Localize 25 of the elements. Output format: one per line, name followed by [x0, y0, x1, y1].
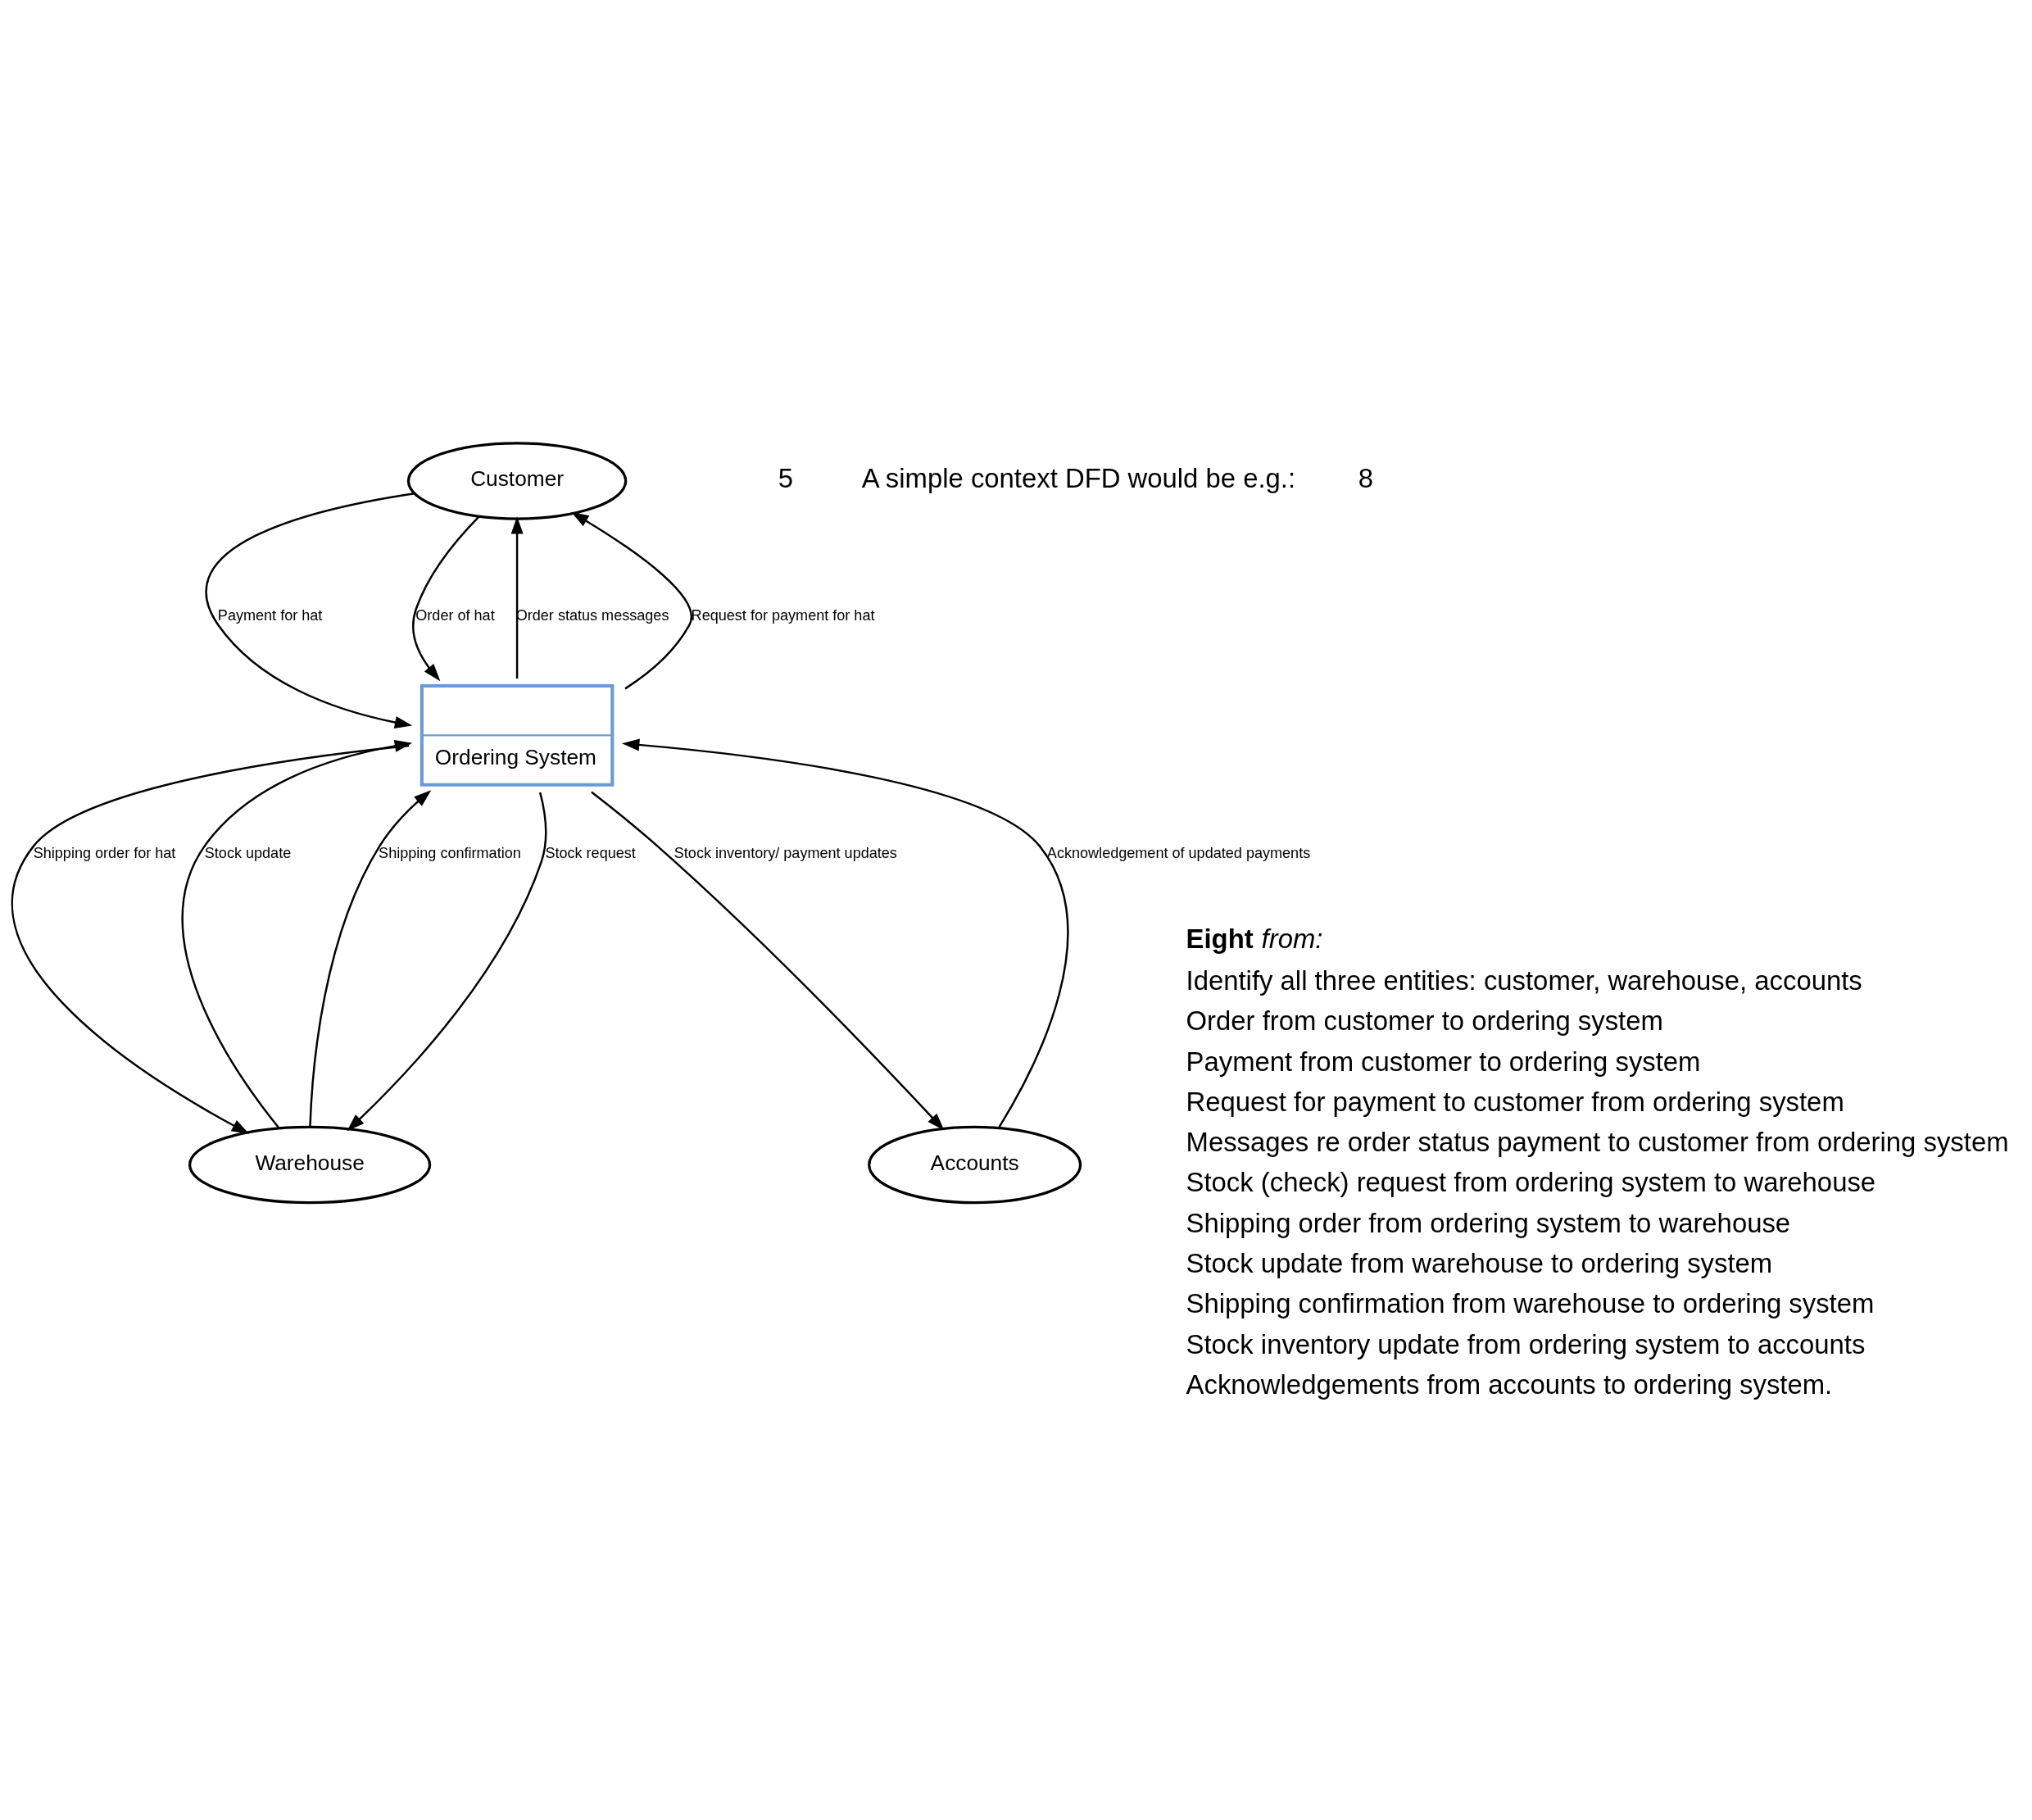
edge-label: Order of hat: [415, 606, 495, 624]
label: Shipping confirmation from warehouse to ordering system: [1186, 1287, 1875, 1318]
edge-label: Acknowledgement of updated payments: [1046, 844, 1311, 861]
edge-label: Shipping order for hat: [33, 844, 176, 861]
label: Payment from customer to ordering system: [1186, 1046, 1701, 1076]
label: Request for payment to customer from ordering system: [1186, 1086, 1844, 1117]
edge-label: Stock update: [204, 844, 292, 861]
edge-label: Payment for hat: [217, 606, 323, 624]
label: Shipping order from ordering system to warehouse: [1186, 1207, 1791, 1238]
edge-label: Stock inventory/ payment updates: [674, 844, 897, 861]
label: Identify all three entities: customer, warehouse, accounts: [1186, 964, 1862, 996]
label: 5: [778, 462, 794, 493]
label: Stock inventory update from ordering system to accounts: [1186, 1328, 1866, 1359]
edge-label: Stock request: [545, 844, 636, 861]
label: Messages re order status payment to customer from ordering system: [1186, 1126, 2009, 1157]
label: 8: [1358, 462, 1374, 493]
label: Stock update from warehouse to ordering system: [1186, 1247, 1773, 1278]
label: Acknowledgements from accounts to ordering system.: [1186, 1368, 1833, 1400]
label: A simple context DFD would be e.g.:: [861, 462, 1296, 493]
label: Stock (check) request from ordering system to warehouse: [1186, 1166, 1876, 1197]
label: Order from customer to ordering system: [1186, 1005, 1663, 1036]
edge-label: Request for payment for hat: [691, 606, 875, 624]
edge-label: Shipping confirmation: [379, 844, 521, 861]
label: Eight from:: [1186, 923, 1323, 954]
edge-label: Order status messages: [515, 606, 669, 624]
